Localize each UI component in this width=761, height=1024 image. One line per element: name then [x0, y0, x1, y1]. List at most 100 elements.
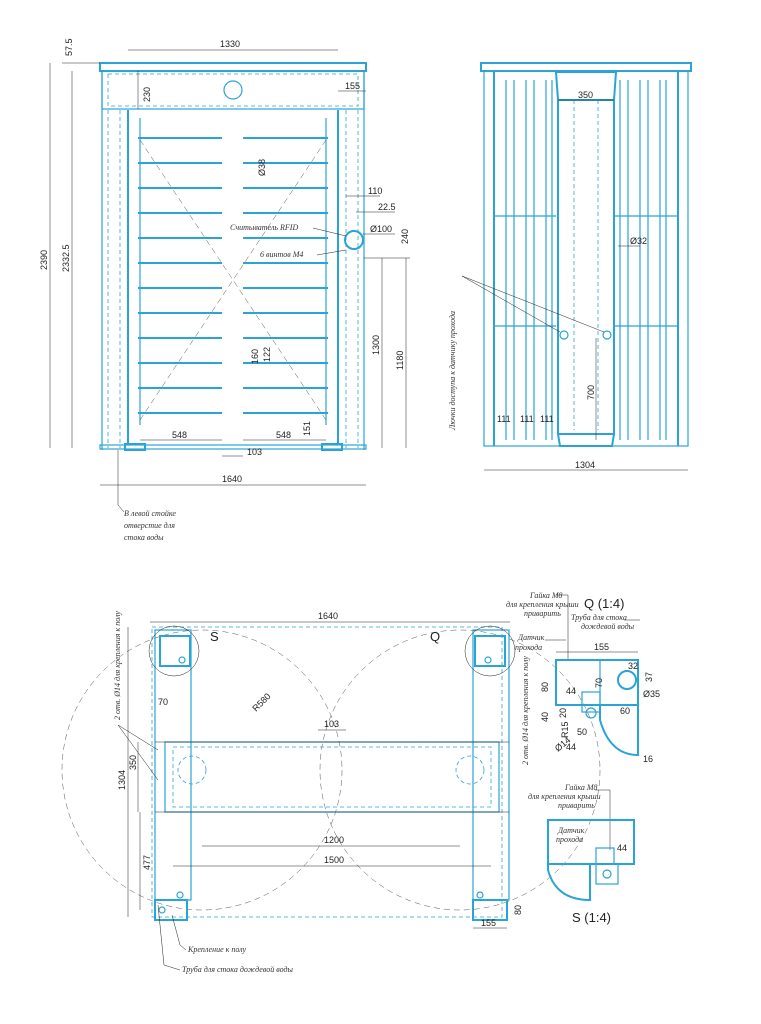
callout-circle-q [464, 625, 516, 677]
dim-70: 70 [158, 697, 168, 707]
dim-1300: 1300 [371, 335, 381, 355]
right-bars [243, 137, 328, 414]
leader-line [595, 789, 611, 850]
dim-1304: 1304 [575, 460, 595, 470]
q-nut-3: приварить [524, 609, 561, 618]
dim-477: 477 [142, 855, 152, 870]
hole [178, 656, 186, 664]
q-dim-50: 50 [577, 727, 587, 737]
q-drain-pipe [617, 670, 637, 690]
dim-d32: Ø32 [630, 236, 647, 246]
dim-111-c: 111 [540, 414, 554, 424]
s-nut-2: для крепления крыши [528, 792, 601, 801]
note-drain: Труба для стока дождевой воды [182, 965, 294, 974]
dim-1180: 1180 [395, 351, 405, 370]
dim-111-a: 111 [497, 414, 511, 424]
dim-1330: 1330 [220, 39, 240, 49]
corner-s [159, 635, 191, 667]
note-hatches: Лючки доступа к датчику прохода [448, 311, 457, 431]
dim-22-5: 22.5 [378, 202, 396, 212]
dim-plan-1640: 1640 [318, 611, 338, 621]
q-hole [585, 707, 597, 719]
diagonal [139, 139, 327, 421]
label-s: S [210, 629, 219, 644]
q-post-corner [599, 704, 639, 757]
side-roof [480, 62, 692, 72]
q-dim-20: 20 [558, 708, 568, 718]
leader-line [312, 227, 347, 237]
foot [321, 443, 343, 451]
plan-view: S Q 1640 R580 103 70 1304 350 477 1200 1… [61, 611, 601, 974]
q-dim-16: 16 [643, 754, 653, 764]
hole [476, 891, 484, 899]
leader-line [171, 914, 187, 951]
front-base [99, 444, 367, 450]
dim-1200: 1200 [324, 835, 344, 845]
s-sensor-2: прохода [556, 835, 583, 844]
central-body-plan [164, 741, 500, 813]
hidden-line [172, 746, 492, 808]
front-roof [99, 62, 367, 72]
s-nut-1: Гайка М8 [564, 783, 598, 792]
dim-plan-155: 155 [481, 918, 496, 928]
dim-548-left: 548 [172, 430, 187, 440]
dim-2332: 2332.5 [61, 244, 71, 272]
q-dim-60: 60 [620, 706, 630, 716]
diagonal [139, 139, 327, 421]
foot-left [154, 899, 188, 921]
q-nut-1: Гайка М8 [529, 591, 563, 600]
front-view: 1330 57.5 2390 2332.5 230 155 Ø38 110 22… [39, 38, 410, 542]
dim-160: 160 [250, 349, 260, 364]
q-dim-r15: R15 [560, 721, 570, 738]
dim-151: 151 [302, 421, 312, 436]
q-nut [581, 691, 601, 713]
note-holes-left: 2 отв. Ø14 для крепления к полу [113, 611, 122, 720]
s-hole [602, 869, 612, 879]
leader-line [316, 249, 347, 256]
foot-right [472, 899, 508, 921]
dim-plan-103: 103 [324, 719, 339, 729]
dim-110: 110 [368, 186, 382, 196]
q-dim-40: 40 [540, 712, 550, 722]
q-dim-80: 80 [540, 682, 550, 692]
leader-line [117, 724, 159, 751]
side-right-bars [619, 80, 667, 440]
left-bars [138, 137, 222, 414]
dim-350: 350 [128, 755, 138, 770]
leader-line [117, 724, 159, 781]
dim-pipe: Ø38 [257, 159, 267, 176]
roof-hole [223, 80, 243, 100]
leader-line [117, 450, 125, 513]
note-holes-right: 2 отв. Ø14 для крепления к полу [521, 656, 530, 765]
detail-q: Q (1:4) Гайка М8 для крепления крыши при… [506, 591, 660, 764]
access-hatch-right [602, 330, 612, 340]
rotor-arc-right [319, 629, 601, 911]
note-drain-2: отверстие для [124, 521, 175, 530]
corner-q [474, 635, 506, 667]
dim-103: 103 [247, 447, 262, 457]
q-dim-155: 155 [594, 642, 609, 652]
hole [484, 656, 492, 664]
dim-350: 350 [578, 90, 593, 100]
note-drain-3: стока воды [124, 533, 164, 542]
q-pipe-2: дождевой воды [581, 622, 635, 631]
q-plate [555, 659, 639, 706]
dim-2390: 2390 [39, 250, 49, 270]
hidden-line [151, 626, 503, 918]
dim-1640: 1640 [222, 474, 242, 484]
rotor-arc-left [61, 629, 343, 911]
dim-57-5: 57.5 [64, 38, 74, 56]
central-bottom [556, 433, 616, 447]
q-sensor-2: прохода [515, 643, 542, 652]
dim-r580: R580 [250, 691, 272, 713]
dim-155: 155 [345, 81, 360, 91]
q-dim-d35: Ø35 [643, 689, 660, 699]
dim-240: 240 [400, 229, 410, 244]
note-rfid: Считыватель RFID [230, 223, 298, 232]
leader-line [461, 275, 605, 333]
q-dim-44b: 44 [566, 742, 576, 752]
s-lug [595, 863, 619, 885]
callout-circle-s [148, 625, 200, 677]
dim-d100: Ø100 [370, 224, 392, 234]
